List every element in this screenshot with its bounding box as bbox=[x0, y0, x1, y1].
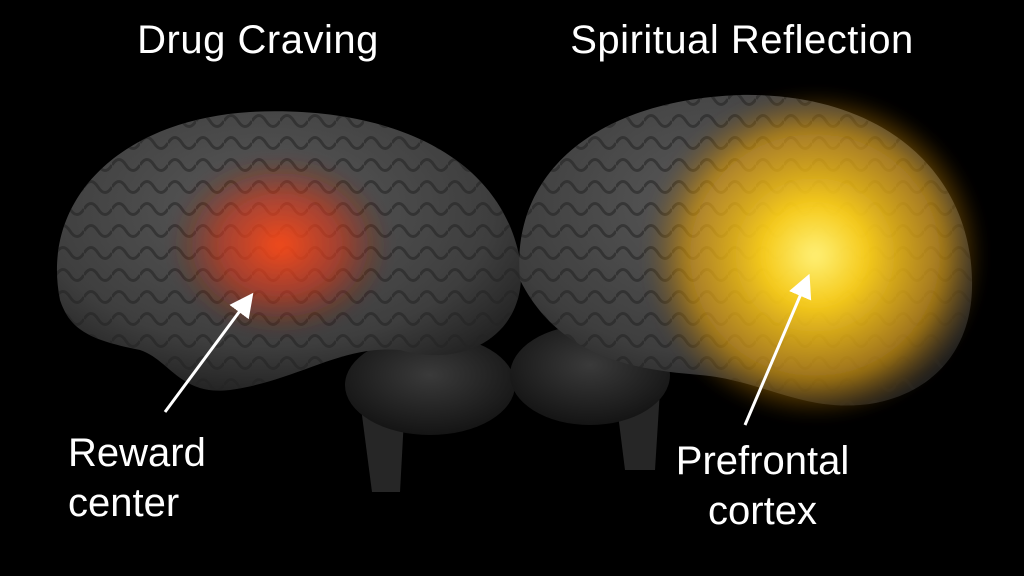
label-line: cortex bbox=[708, 489, 817, 533]
reward-center-label: Reward center bbox=[68, 428, 206, 528]
left-cerebellum bbox=[345, 335, 515, 435]
right-brain bbox=[510, 90, 985, 470]
left-title: Drug Craving bbox=[137, 18, 379, 62]
reward-center-highlight bbox=[170, 155, 390, 335]
prefrontal-cortex-arrow bbox=[743, 273, 812, 426]
label-line: center bbox=[68, 481, 180, 525]
left-brain bbox=[56, 111, 522, 492]
prefrontal-cortex-label: Prefrontal cortex bbox=[650, 436, 875, 536]
prefrontal-cortex-highlight bbox=[645, 90, 985, 420]
label-line: Reward bbox=[68, 431, 206, 475]
reward-center-arrow bbox=[163, 292, 254, 413]
label-line: Prefrontal bbox=[675, 439, 850, 483]
right-title: Spiritual Reflection bbox=[570, 18, 914, 62]
